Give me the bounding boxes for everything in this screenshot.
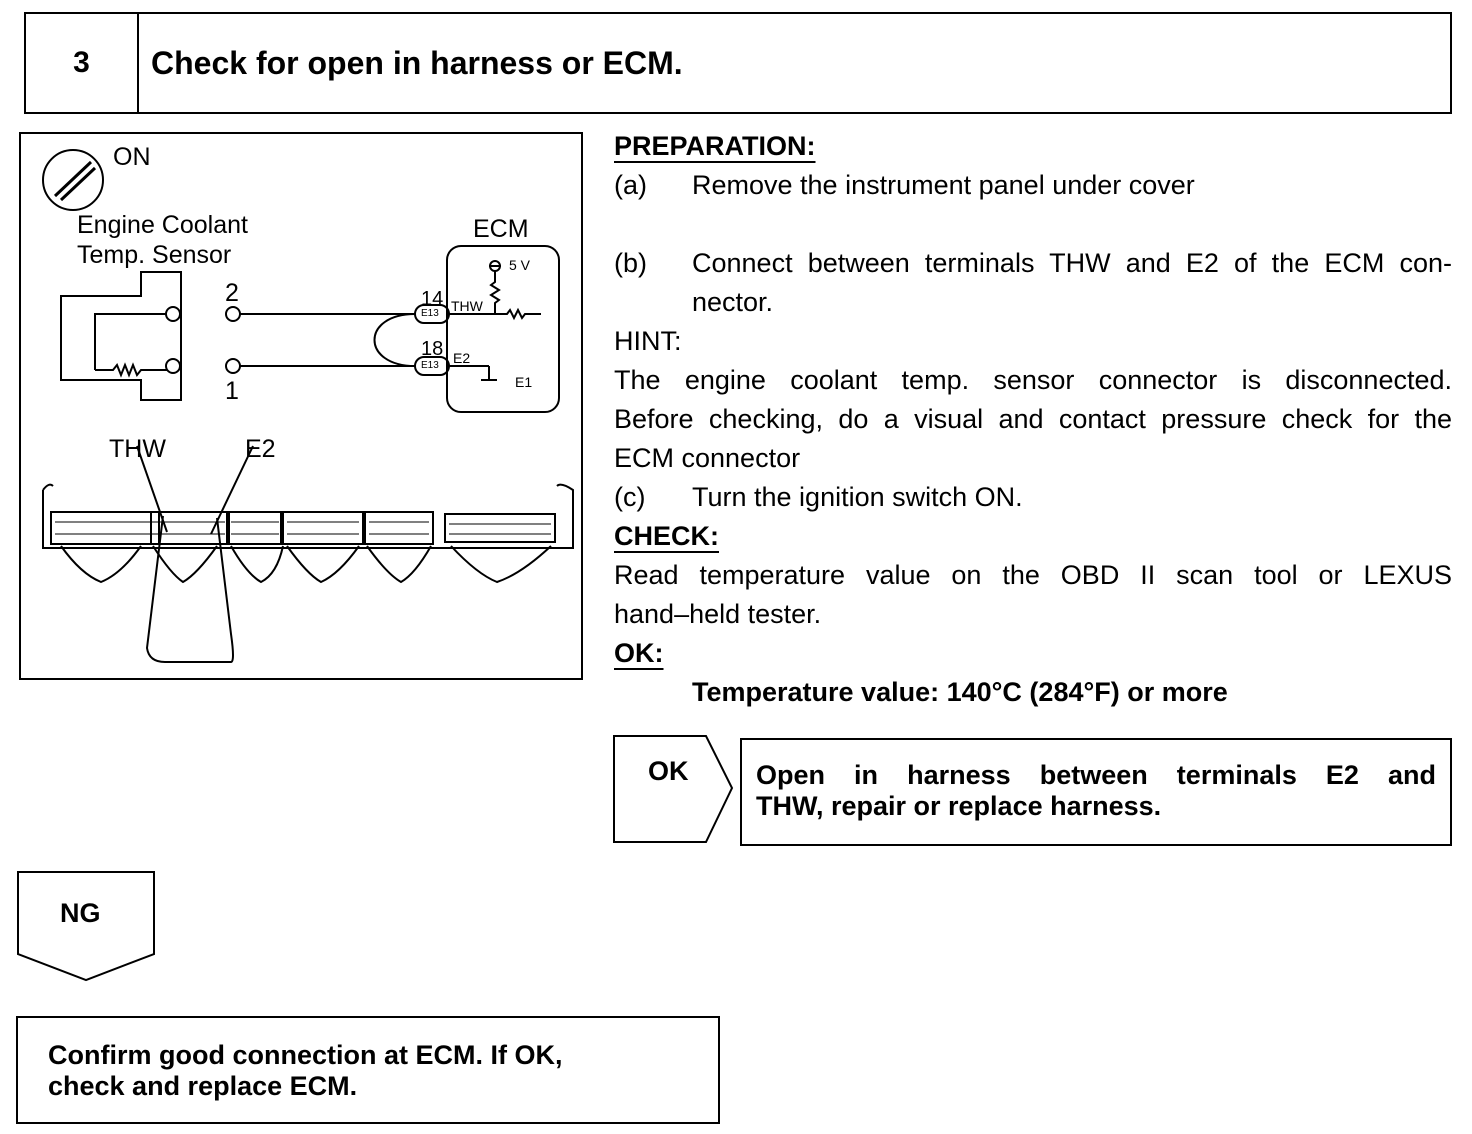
ok-arrow — [613, 735, 734, 843]
ecm-e2-terminal: E2 — [453, 350, 471, 366]
ecm-pin-14: 14 — [421, 288, 444, 310]
wiring-diagram-drawing — [42, 149, 574, 663]
ok-criteria: Temperature value: 140°C (284°F) or more — [692, 677, 1228, 707]
voltage-label: 5 V — [509, 257, 531, 273]
thw-terminal-label: THW — [109, 435, 166, 463]
preparation-heading: PREPARATION: — [614, 131, 816, 161]
step-c-label: (c) — [614, 482, 646, 512]
hint-line3: ECM connector — [614, 443, 801, 473]
sensor-pin-1: 1 — [225, 377, 239, 405]
step-b-line2: nector. — [692, 287, 774, 317]
ng-action-line1: Confirm good connection at ECM. If OK, — [48, 1040, 563, 1070]
step-a: (a) Remove the instrument panel under co… — [614, 166, 1452, 205]
step-c: (c) Turn the ignition switch ON. — [614, 478, 1452, 517]
ok-action-box: Open in harness between terminals E2 and… — [740, 738, 1452, 846]
step-a-text: Remove the instrument panel under cover — [692, 170, 1195, 200]
step-a-label: (a) — [614, 170, 647, 200]
ok-action-line2: THW, repair or replace harness. — [756, 791, 1162, 821]
step-title: Check for open in harness or ECM. — [151, 44, 683, 81]
step-b-label: (b) — [614, 248, 647, 278]
hint-line1: The engine coolant temp. sensor connecto… — [614, 365, 1452, 395]
sensor-label-line1: Engine Coolant — [77, 211, 248, 239]
e2-terminal-label: E2 — [245, 435, 276, 463]
check-heading: CHECK: — [614, 521, 719, 551]
ecm-pin-18: 18 — [421, 338, 444, 360]
ecm-thw-terminal: THW — [451, 298, 483, 314]
ng-arrow-label: NG — [60, 898, 101, 928]
wiring-diagram: ON Engine Coolant Temp. Sensor ECM 5 V 2… — [19, 132, 583, 680]
ignition-on-label: ON — [113, 143, 151, 171]
step-b-line1: Connect between terminals THW and E2 of … — [692, 248, 1452, 278]
ok-action-line1: Open in harness between terminals E2 and — [756, 760, 1436, 790]
procedure-text: PREPARATION: (a) Remove the instrument p… — [614, 127, 1452, 712]
step-header: 3 Check for open in harness or ECM. — [24, 12, 1452, 114]
ok-arrow-label: OK — [648, 756, 689, 786]
step-number: 3 — [26, 14, 139, 112]
ng-action-box: Confirm good connection at ECM. If OK, c… — [16, 1016, 720, 1124]
ng-arrow — [17, 871, 155, 982]
sensor-label-line2: Temp. Sensor — [77, 241, 232, 269]
ecm-label: ECM — [473, 215, 529, 243]
ignition-key-icon — [42, 149, 104, 211]
ok-heading: OK: — [614, 638, 664, 668]
sensor-pin-2: 2 — [225, 279, 239, 307]
connector-e13-b: E13 — [421, 360, 439, 371]
hint-heading: HINT: — [614, 326, 682, 356]
step-b: (b) Connect between terminals THW and E2… — [614, 244, 1452, 283]
check-line1: Read temperature value on the OBD II sca… — [614, 560, 1452, 590]
check-line2: hand–held tester. — [614, 599, 822, 629]
connector-e13-a: E13 — [421, 308, 439, 319]
step-c-text: Turn the ignition switch ON. — [692, 482, 1023, 512]
ng-action-line2: check and replace ECM. — [48, 1071, 358, 1101]
ecm-e1-terminal: E1 — [515, 374, 533, 390]
hint-line2: Before checking, do a visual and contact… — [614, 404, 1452, 434]
